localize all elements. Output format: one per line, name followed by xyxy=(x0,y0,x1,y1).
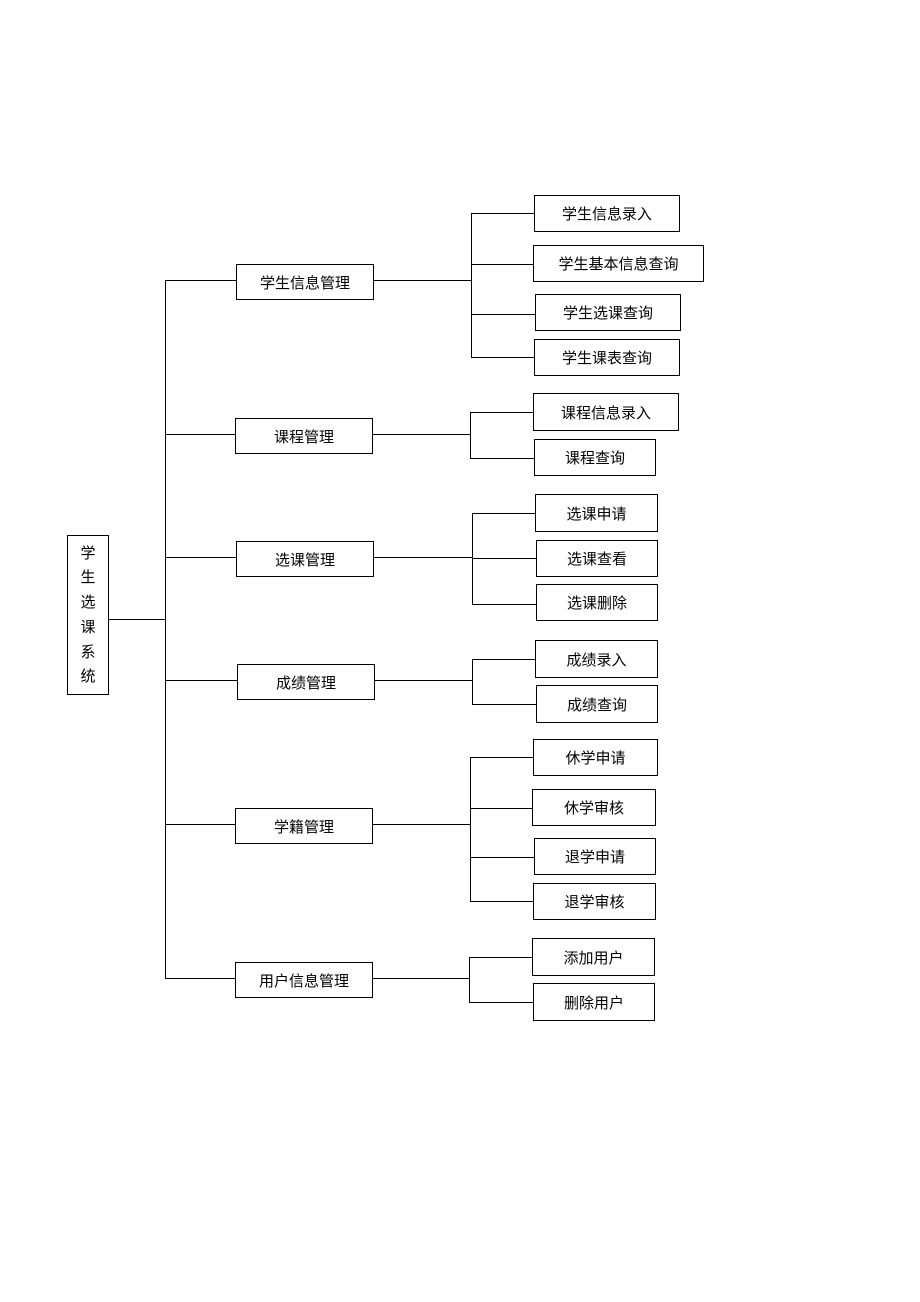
leaf-label: 删除用户 xyxy=(563,993,624,1012)
leaf-box: 选课查看 xyxy=(536,540,658,577)
leaf-connector xyxy=(470,757,533,758)
leaf-connector xyxy=(472,659,535,660)
branch-line xyxy=(373,978,469,979)
leaf-box: 学生课表查询 xyxy=(534,339,680,376)
branch-line xyxy=(373,434,470,435)
leaf-connector xyxy=(472,558,536,559)
module-label: 成绩管理 xyxy=(275,673,336,692)
module-label: 选课管理 xyxy=(274,550,335,569)
sub-trunk-line xyxy=(470,757,471,902)
branch-line xyxy=(165,680,237,681)
leaf-label: 学生信息录入 xyxy=(561,205,652,223)
sub-trunk-line xyxy=(471,213,472,358)
root-char: 学 xyxy=(80,543,96,562)
leaf-box: 选课删除 xyxy=(536,584,658,621)
module-label: 学籍管理 xyxy=(273,817,334,836)
module-box-course-selection: 选课管理 xyxy=(236,541,374,577)
leaf-label: 退学申请 xyxy=(564,848,625,866)
branch-line xyxy=(165,557,236,558)
leaf-label: 学生基本信息查询 xyxy=(558,255,679,273)
leaf-label: 成绩录入 xyxy=(566,650,627,669)
leaf-connector xyxy=(472,513,535,514)
leaf-label: 学生选课查询 xyxy=(562,304,653,322)
branch-line xyxy=(165,824,235,825)
leaf-label: 选课查看 xyxy=(566,550,627,568)
leaf-connector xyxy=(471,357,534,358)
leaf-connector xyxy=(470,412,533,413)
leaf-connector xyxy=(471,213,534,214)
leaf-label: 课程信息录入 xyxy=(560,403,651,422)
root-char: 课 xyxy=(80,617,96,636)
leaf-label: 成绩查询 xyxy=(566,695,627,714)
branch-line xyxy=(165,978,235,979)
leaf-connector xyxy=(472,704,536,705)
leaf-label: 添加用户 xyxy=(563,948,624,967)
branch-line xyxy=(375,680,472,681)
branch-line xyxy=(374,280,471,281)
leaf-label: 学生课表查询 xyxy=(561,349,652,367)
leaf-box: 退学申请 xyxy=(534,838,656,875)
leaf-box: 添加用户 xyxy=(532,938,655,976)
module-box-course: 课程管理 xyxy=(235,418,373,454)
leaf-label: 休学审核 xyxy=(563,799,624,817)
leaf-box: 课程查询 xyxy=(534,439,656,476)
leaf-box: 休学申请 xyxy=(533,739,658,776)
leaf-label: 退学审核 xyxy=(564,893,625,911)
leaf-connector xyxy=(472,604,536,605)
leaf-connector xyxy=(471,264,533,265)
module-box-enrollment: 学籍管理 xyxy=(235,808,373,844)
leaf-box: 删除用户 xyxy=(533,983,655,1021)
root-char: 系 xyxy=(80,642,96,661)
module-box-grades: 成绩管理 xyxy=(237,664,375,700)
leaf-box: 课程信息录入 xyxy=(533,393,679,431)
sub-trunk-line xyxy=(470,412,471,458)
leaf-box: 成绩录入 xyxy=(535,640,658,678)
trunk-line xyxy=(165,280,166,978)
root-char: 统 xyxy=(80,667,96,686)
leaf-label: 选课申请 xyxy=(566,504,627,523)
branch-line xyxy=(374,557,472,558)
leaf-connector xyxy=(470,808,532,809)
module-box-user-info: 用户信息管理 xyxy=(235,962,373,998)
leaf-box: 学生信息录入 xyxy=(534,195,680,232)
leaf-connector xyxy=(470,857,534,858)
sub-trunk-line xyxy=(472,513,473,605)
module-label: 用户信息管理 xyxy=(258,971,349,990)
leaf-box: 休学审核 xyxy=(532,789,656,826)
leaf-label: 选课删除 xyxy=(566,594,627,612)
leaf-label: 课程查询 xyxy=(564,449,625,467)
leaf-connector xyxy=(471,314,535,315)
leaf-box: 学生选课查询 xyxy=(535,294,681,331)
leaf-box: 学生基本信息查询 xyxy=(533,245,704,282)
root-char: 生 xyxy=(80,568,96,587)
leaf-connector xyxy=(469,1002,533,1003)
root-connector xyxy=(109,619,165,620)
module-label: 学生信息管理 xyxy=(259,273,350,292)
root-system-box: 学 生 选 课 系 统 xyxy=(67,535,109,695)
leaf-connector xyxy=(469,957,532,958)
leaf-box: 成绩查询 xyxy=(536,685,658,723)
module-box-student-info: 学生信息管理 xyxy=(236,264,374,300)
branch-line xyxy=(165,434,235,435)
branch-line xyxy=(165,280,236,281)
leaf-box: 选课申请 xyxy=(535,494,658,532)
leaf-box: 退学审核 xyxy=(533,883,656,920)
sub-trunk-line xyxy=(469,957,470,1002)
sub-trunk-line xyxy=(472,659,473,705)
root-char: 选 xyxy=(80,593,96,612)
branch-line xyxy=(373,824,470,825)
leaf-connector xyxy=(470,901,533,902)
leaf-label: 休学申请 xyxy=(565,749,626,767)
leaf-connector xyxy=(470,458,534,459)
module-label: 课程管理 xyxy=(273,427,334,446)
